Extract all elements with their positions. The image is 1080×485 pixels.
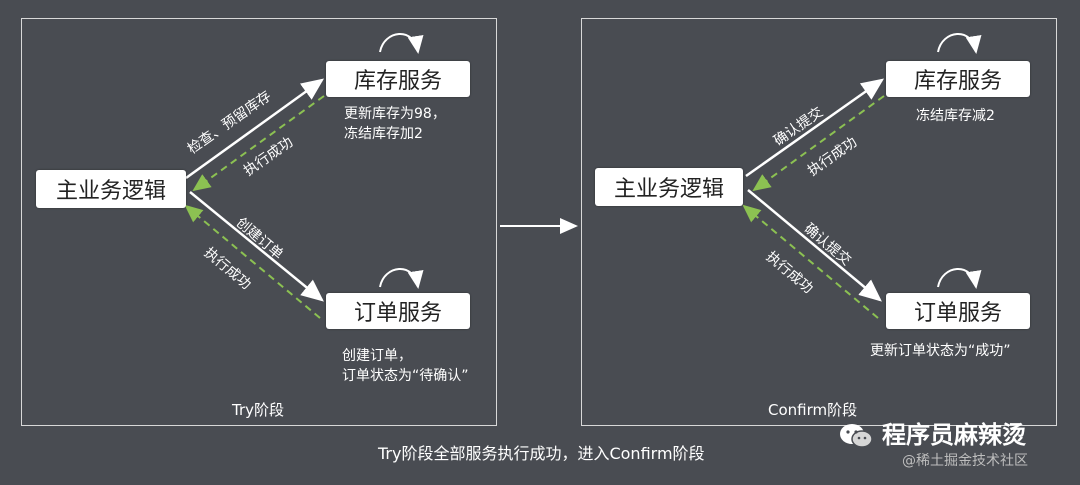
loop-right-inventory	[937, 33, 982, 54]
arrow-right-inventory-return	[752, 95, 885, 192]
arrow-left-order-return	[184, 204, 321, 319]
watermark-sub: @稀土掘金技术社区	[902, 453, 1028, 469]
arrow-left-inventory-return	[192, 95, 325, 192]
footer-caption: Try阶段全部服务执行成功，进入Confirm阶段	[378, 444, 705, 463]
right-order-note: 更新订单状态为“成功”	[870, 343, 1011, 359]
confirm-phase-label: Confirm阶段	[768, 401, 858, 419]
left-inventory-note-line1: 更新库存为98，	[344, 106, 446, 122]
left-main-logic-box: 主业务逻辑	[36, 170, 186, 208]
arrow-right-order-return	[742, 204, 879, 319]
loop-right-order	[937, 268, 982, 289]
right-order-service-box: 订单服务	[886, 293, 1030, 329]
arrow-left-main-to-order	[189, 191, 324, 302]
arrow-right-main-to-inventory	[745, 78, 885, 178]
watermark-brand: 程序员麻辣烫	[882, 421, 1026, 449]
arrow-right-main-to-order	[747, 189, 882, 302]
left-order-service-box: 订单服务	[326, 293, 470, 329]
confirm-phase-panel	[581, 18, 1057, 426]
right-inventory-service-box: 库存服务	[886, 61, 1030, 97]
right-inventory-note: 冻结库存减2	[916, 108, 995, 124]
loop-left-order	[379, 268, 424, 289]
right-main-logic-box: 主业务逻辑	[595, 168, 743, 206]
loop-left-inventory	[379, 33, 424, 54]
left-inventory-note-line2: 冻结库存加2	[344, 126, 423, 142]
left-order-note-line2: 订单状态为“待确认”	[342, 368, 469, 384]
left-inventory-service-box: 库存服务	[326, 61, 470, 97]
wechat-icon	[838, 422, 874, 450]
try-phase-panel	[21, 18, 497, 426]
arrow-left-main-to-inventory	[185, 78, 325, 180]
left-order-note-line1: 创建订单，	[342, 348, 412, 364]
try-phase-label: Try阶段	[232, 401, 285, 419]
